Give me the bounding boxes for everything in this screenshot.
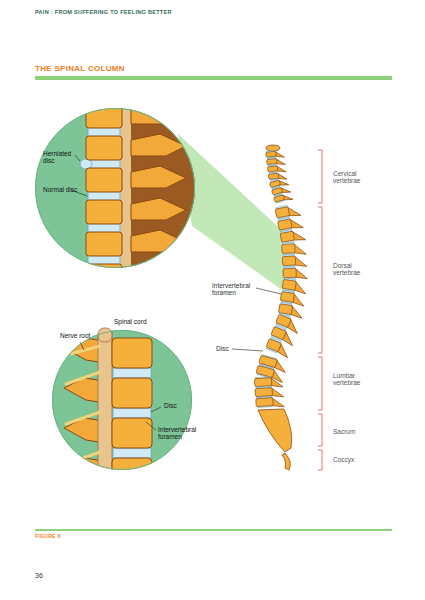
part-label: Herniated disc [43,150,83,165]
part-label: Intervertebral foramen [158,426,208,441]
spinal-cord [98,328,112,342]
part-label: Nerve root [60,332,102,339]
figure-title: THE SPINAL COLUMN [35,64,235,73]
region-label: Cervical vertebrae [333,170,377,185]
spinal-column [254,145,307,470]
disc-closeup [80,100,212,288]
footer-bar [35,529,392,531]
inset-circle: Herniated discNormal disc [35,108,195,268]
part-label: Intervertebral foramen [212,282,262,297]
part-label: Disc [164,402,184,409]
page-number: 36 [35,572,65,580]
figure-caption: FIGURE 6 [35,534,115,540]
region-label: Sacrum [333,428,377,435]
part-label: Disc [216,345,236,352]
section-bracket [318,150,322,470]
part-label: Spinal cord [114,318,160,325]
inset-outline [52,318,192,470]
part-label: Normal disc [43,186,81,193]
nerve-root [70,346,100,354]
zoom-cone [178,134,296,300]
vertebrae-closeup [64,326,152,488]
region-label: Coccyx [333,456,377,463]
leader-lines [80,288,281,430]
running-header: PAIN : FROM SUFFERING TO FEELING BETTER [35,9,275,15]
region-label: Lumbar vertebrae [333,372,377,387]
region-label: Dorsal vertebrae [333,262,377,277]
inset-ground [52,330,192,470]
title-bar [35,76,392,80]
inset-circle: Spinal cordNerve rootDiscIntervertebral … [52,318,192,470]
